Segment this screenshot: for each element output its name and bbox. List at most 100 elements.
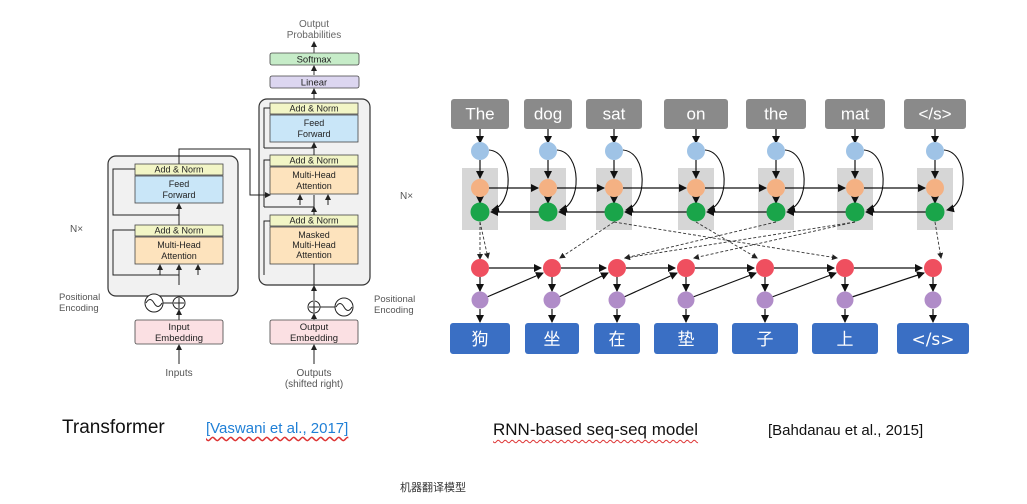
addnorm-label: Add & Norm (154, 226, 203, 236)
target-token-box (525, 323, 579, 354)
decoder-hidden-node (471, 259, 489, 277)
decoder-pe-label-2: Encoding (374, 305, 414, 316)
masked-label-3: Attention (296, 250, 332, 260)
source-token-box (904, 99, 966, 129)
ff-label-1: Feed (304, 118, 325, 128)
attention-arrow (695, 221, 758, 259)
arrow (623, 272, 678, 298)
target-token-label: </s> (911, 330, 954, 350)
attention-arrow (624, 221, 777, 260)
target-token-box (732, 323, 798, 354)
decoder-hidden-node (924, 259, 942, 277)
decoder-cross-attention (269, 166, 359, 195)
attention-arrow (693, 221, 856, 260)
arrow (488, 149, 509, 213)
mha-label-1: Multi-Head (157, 240, 201, 250)
decoder-output-node (924, 291, 942, 309)
decoder-output-node (677, 291, 695, 309)
arrow (558, 272, 609, 298)
attention-arrow (559, 221, 615, 259)
encoder-pe-label-2: Encoding (59, 303, 99, 314)
decoder-output-node (471, 291, 489, 309)
embedding-node (926, 142, 944, 160)
source-token-box (451, 99, 509, 129)
ff-label-2: Forward (162, 190, 195, 200)
target-token-label: 坐 (544, 330, 561, 350)
embedding-node (471, 142, 489, 160)
masked-label-2: Multi-Head (292, 240, 336, 250)
output-probabilities-label-2: Probabilities (287, 30, 341, 41)
target-token-box (897, 323, 969, 354)
encoder-feed-forward (134, 175, 224, 204)
forward-hidden-node (605, 179, 623, 197)
output-probabilities-label-1: Output (299, 19, 329, 30)
mha-label-1: Multi-Head (292, 170, 336, 180)
source-token-label: The (465, 105, 494, 124)
decoder-output-node (756, 291, 774, 309)
mha-label-2: Attention (161, 251, 197, 261)
figure-caption: 机器翻译模型 (400, 481, 466, 494)
arrow (556, 149, 577, 213)
attention-arrow (934, 221, 944, 259)
ff-label-2: Forward (297, 129, 330, 139)
arrow (943, 149, 964, 213)
source-token-label: sat (603, 105, 626, 124)
source-token-label: on (687, 105, 706, 124)
arrow (784, 149, 805, 213)
output-embedding-label-1: Output (300, 322, 329, 333)
transformer-title: Transformer (62, 417, 165, 438)
encoder-nx-label: N× (70, 224, 83, 235)
linear-label: Linear (301, 78, 327, 89)
ff-label-1: Feed (169, 179, 190, 189)
target-token-label: 狗 (472, 330, 489, 350)
decoder-output-node (608, 291, 626, 309)
embedding-node (767, 142, 785, 160)
attention-arrow (624, 221, 856, 261)
outputs-label-2: (shifted right) (285, 379, 343, 390)
decoder-output-node (836, 291, 854, 309)
source-token-label: dog (534, 105, 562, 124)
backward-hidden-node (538, 202, 558, 222)
addnorm-label: Add & Norm (289, 216, 338, 226)
source-token-label: </s> (918, 105, 951, 124)
target-token-box (594, 323, 640, 354)
target-token-label: 在 (609, 330, 626, 350)
attention-arrow (479, 221, 490, 259)
decoder-hidden-node (608, 259, 626, 277)
decoder-hidden-node (543, 259, 561, 277)
source-token-box (825, 99, 885, 129)
arrow (771, 271, 837, 298)
arrow (622, 149, 643, 213)
backward-hidden-node (925, 202, 945, 222)
arrow (863, 149, 884, 213)
decoder-hidden-node (756, 259, 774, 277)
arrow (692, 271, 757, 298)
embedding-node (605, 142, 623, 160)
backward-hidden-node (604, 202, 624, 222)
decoder-nx-label: N× (400, 191, 413, 202)
target-token-label: 上 (837, 330, 854, 350)
encoder-attention (134, 236, 224, 265)
target-token-label: 子 (757, 330, 774, 350)
masked-label-1: Masked (298, 230, 330, 240)
target-token-label: 垫 (678, 330, 695, 350)
embedding-node (687, 142, 705, 160)
target-token-box (654, 323, 718, 354)
input-embedding-label-2: Embedding (155, 333, 203, 344)
backward-hidden-node (470, 202, 490, 222)
transformer-citation: [Vaswani et al., 2017] (206, 420, 349, 437)
addnorm-label: Add & Norm (154, 165, 203, 175)
decoder-feed-forward (269, 114, 359, 143)
target-token-box (450, 323, 510, 354)
mha-label-2: Attention (296, 181, 332, 191)
arrow (486, 272, 544, 298)
outputs-label-1: Outputs (296, 368, 331, 379)
source-token-label: mat (841, 105, 870, 124)
forward-hidden-node (846, 179, 864, 197)
backward-hidden-node (686, 202, 706, 222)
arrow (851, 271, 925, 298)
arrow (704, 149, 725, 213)
transformer-diagram: Output Probabilities Softmax Linear Add … (59, 19, 415, 390)
